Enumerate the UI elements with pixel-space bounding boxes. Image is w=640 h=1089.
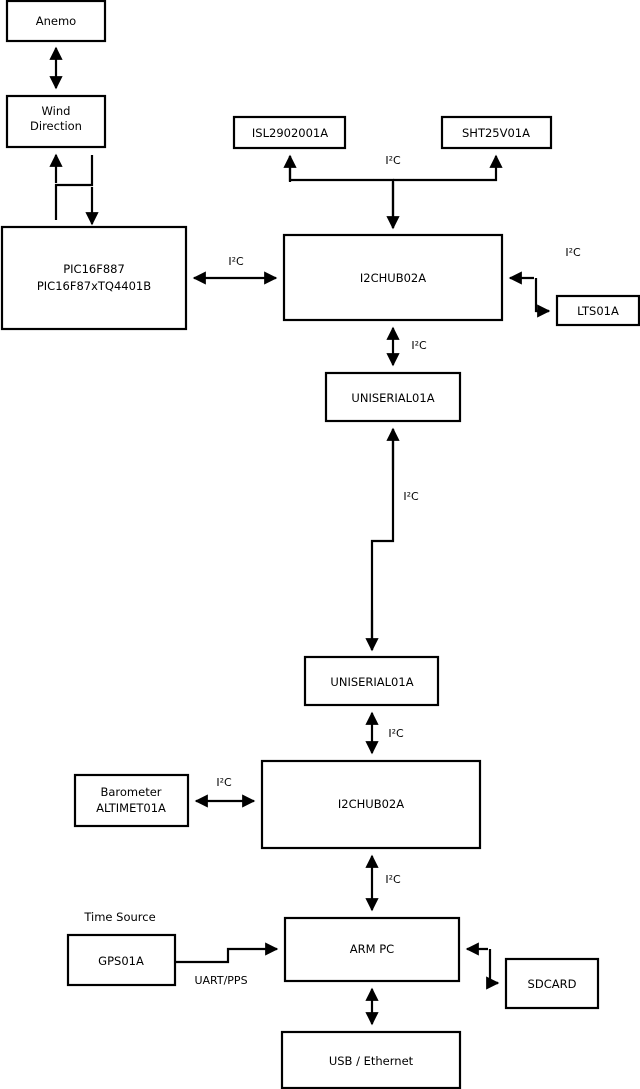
node-usb-ethernet-label: USB / Ethernet [329, 1054, 414, 1068]
edge-armpc-sdcard-path [488, 949, 498, 985]
edge-uniserial-link-path [370, 429, 395, 650]
node-pic-mcu-label-2: PIC16F87xTQ4401B [37, 279, 151, 293]
node-usb-ethernet[interactable]: USB / Ethernet [280, 1030, 462, 1089]
edge-label-hub-uniserial: I²C [411, 339, 427, 352]
node-arm-pc-label: ARM PC [350, 942, 394, 956]
node-arm-pc[interactable]: ARM PC [283, 916, 461, 983]
edge-gps-armpc [175, 942, 279, 964]
edge-label-isl-sht-bus: I²C [385, 154, 401, 167]
edge-label-uniserial-link: I²C [403, 490, 419, 503]
node-i2chub02a-top-label: I2CHUB02A [360, 271, 426, 285]
node-lts01a-label: LTS01A [577, 304, 619, 318]
edge-label-hub-lts: I²C [565, 246, 581, 259]
node-isl2902001a[interactable]: ISL2902001A [232, 115, 347, 150]
node-barometer-label-2: ALTIMET01A [96, 801, 166, 815]
label-time-source: Time Source [83, 910, 155, 924]
node-i2chub02a-bottom[interactable]: I2CHUB02A [260, 759, 482, 850]
node-isl2902001a-label: ISL2902001A [252, 126, 328, 140]
node-lts01a[interactable]: LTS01A [555, 294, 640, 327]
node-sht25v01a[interactable]: SHT25V01A [440, 115, 553, 150]
node-uniserial01a-top[interactable]: UNISERIAL01A [324, 371, 462, 423]
node-wind-direction[interactable]: Wind Direction [5, 94, 107, 149]
edge-label-pic-hub: I²C [228, 255, 244, 268]
edge-label-hub-armpc: I²C [385, 873, 401, 886]
node-wind-direction-label-1: Wind [42, 104, 71, 118]
node-wind-direction-label-2: Direction [30, 119, 82, 133]
node-uniserial01a-bottom[interactable]: UNISERIAL01A [303, 655, 440, 707]
node-anemo[interactable]: Anemo [5, 0, 107, 43]
edge-hub-isl-path [288, 156, 395, 228]
edge-hub-sht-arrow [393, 154, 503, 182]
node-anemo-label: Anemo [36, 14, 76, 28]
node-pic-mcu[interactable]: PIC16F887 PIC16F87xTQ4401B [0, 225, 188, 331]
node-gps01a-label: GPS01A [98, 954, 144, 968]
node-uniserial01a-top-label: UNISERIAL01A [351, 391, 434, 405]
node-barometer-label-1: Barometer [100, 785, 161, 799]
edge-wind-pic-path [54, 155, 94, 220]
edge-hub-lts-path [534, 278, 549, 313]
node-barometer[interactable]: Barometer ALTIMET01A [73, 773, 190, 828]
node-sdcard-label: SDCARD [528, 977, 577, 991]
node-uniserial01a-bottom-label: UNISERIAL01A [330, 675, 413, 689]
node-i2chub02a-top[interactable]: I2CHUB02A [282, 233, 504, 322]
node-i2chub02a-bottom-label: I2CHUB02A [338, 797, 404, 811]
node-pic-mcu-label-1: PIC16F887 [63, 262, 125, 276]
edge-label-barometer-hub: I²C [216, 776, 232, 789]
node-sdcard[interactable]: SDCARD [504, 957, 600, 1010]
edge-label-uniserial-hub-bot: I²C [388, 727, 404, 740]
edge-label-gps-armpc: UART/PPS [194, 974, 247, 987]
node-gps01a[interactable]: GPS01A [66, 933, 177, 987]
node-sht25v01a-label: SHT25V01A [462, 126, 530, 140]
